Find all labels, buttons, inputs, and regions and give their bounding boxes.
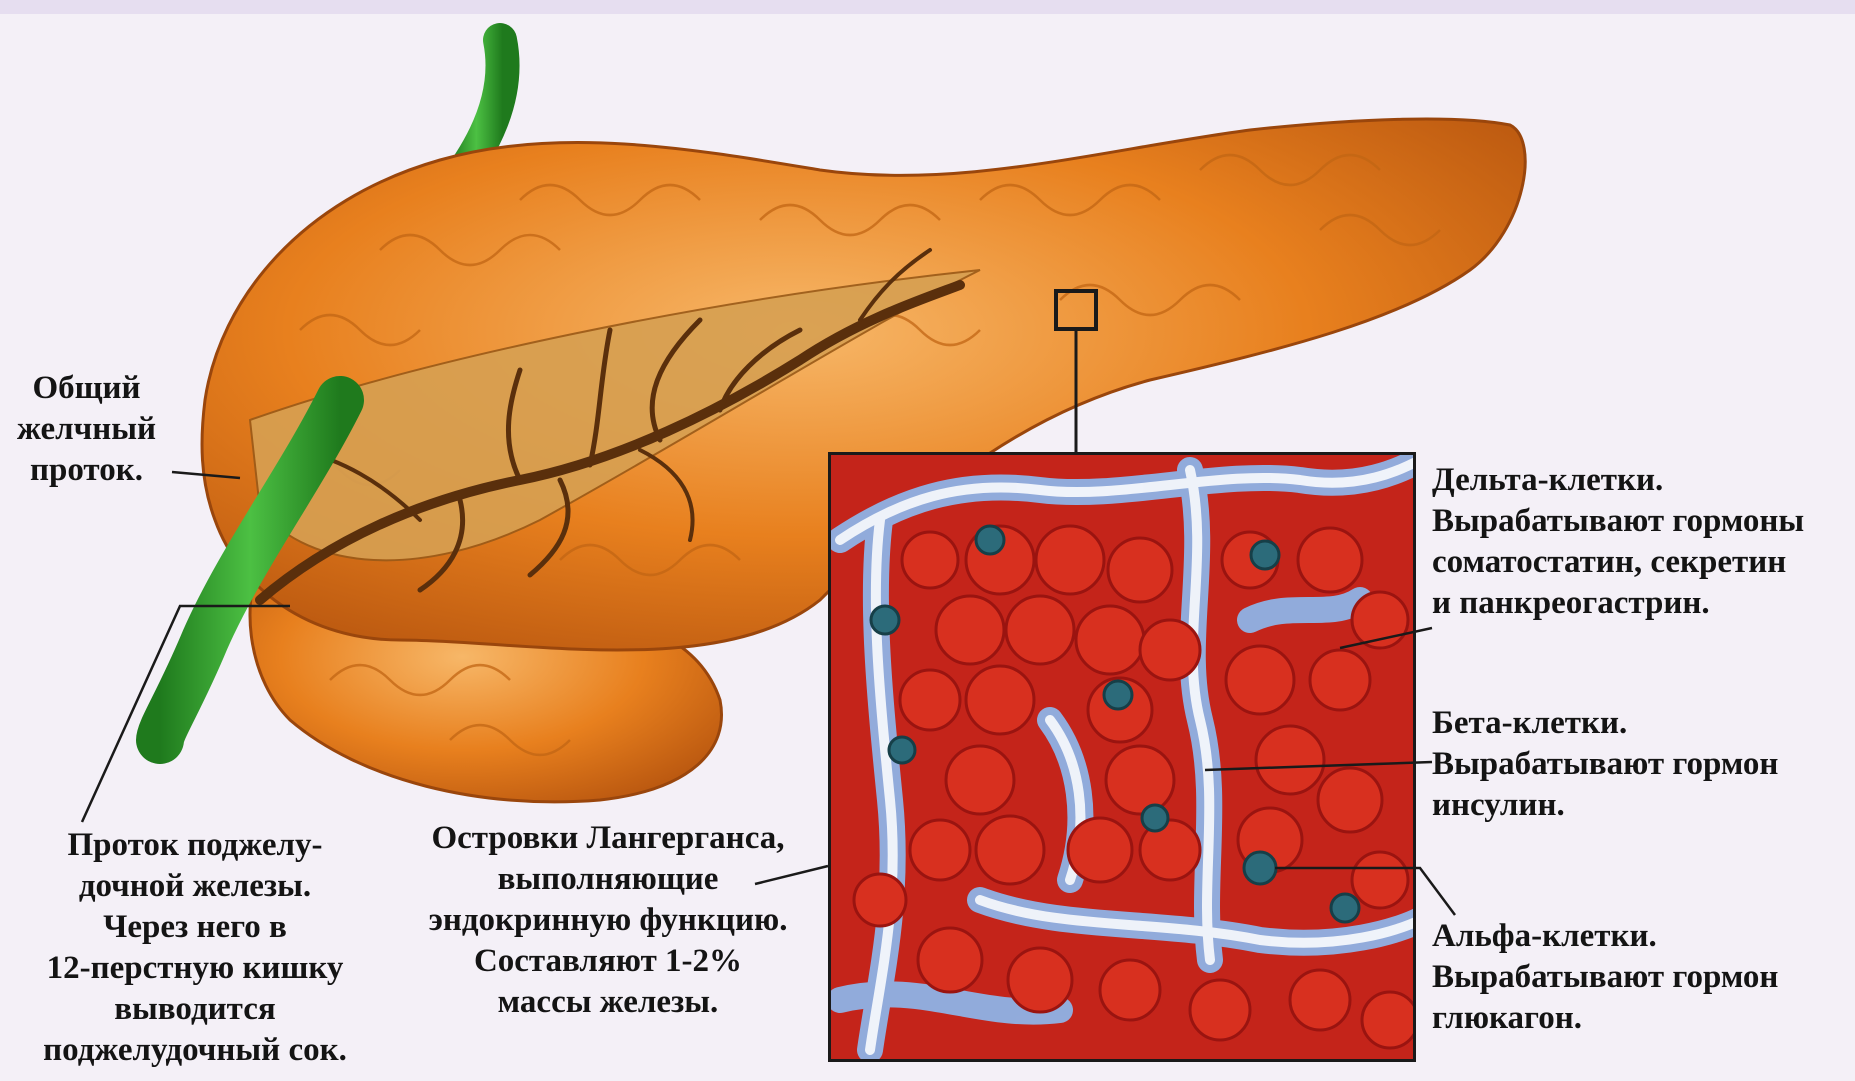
islets-of-langerhans-label: Островки Лангерганса, выполняющие эндокр… — [398, 818, 818, 1023]
common-bile-duct-label: Общий желчный проток. — [5, 368, 168, 491]
islet-histology-inset — [828, 452, 1420, 1062]
delta-cells-label: Дельта-клетки. Вырабатывают гормоны сома… — [1432, 460, 1852, 624]
pancreatic-duct-label: Проток поджелу- дочной железы. Через нег… — [0, 825, 390, 1071]
beta-cells-label: Бета-клетки. Вырабатывают гормон инсулин… — [1432, 703, 1852, 826]
alpha-cells-label: Альфа-клетки. Вырабатывают гормон глюкаг… — [1432, 916, 1852, 1039]
